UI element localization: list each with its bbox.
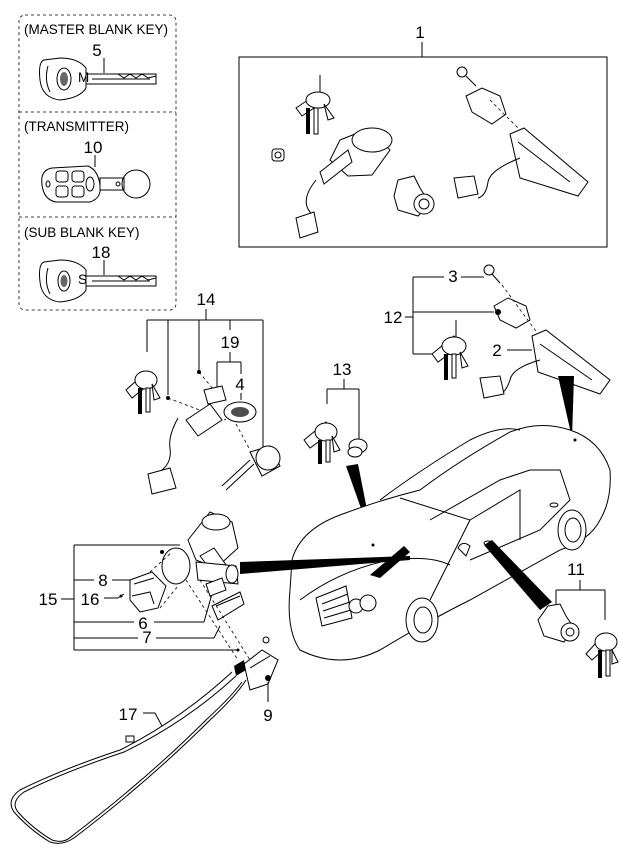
callout-17: 17 (119, 705, 138, 724)
door-lock-group: 11 (537, 560, 619, 678)
key-warning-switch-icon (221, 445, 281, 491)
transmitter-header: (TRANSMITTER) (24, 119, 129, 134)
hood-keys-icon (303, 421, 341, 464)
car-illustration (288, 425, 611, 661)
ignition-pointer (240, 556, 410, 574)
callout-19: 19 (221, 333, 240, 352)
trunk-handle-icon (453, 66, 589, 199)
svg-text:M: M (78, 70, 89, 85)
callout-8: 8 (98, 571, 107, 590)
door-pointer (484, 540, 552, 610)
sub-blank-key-icon: S (39, 259, 157, 303)
wiper (370, 546, 410, 578)
lock-set-box: 1 (238, 23, 608, 248)
steering-lock-group: 15 8 16 6 7 (39, 511, 251, 661)
nut-icon (271, 148, 285, 162)
svg-text:S: S (78, 272, 87, 287)
callout-4: 4 (235, 375, 244, 394)
cable-path (10, 671, 247, 844)
callout-1: 1 (415, 23, 424, 42)
door-cylinder-icon (393, 175, 435, 217)
callout-2: 2 (492, 341, 501, 360)
ignition-keys-icon (125, 370, 161, 414)
trunk-lock-group: 3 12 2 (384, 264, 611, 438)
door-cylinder-2-icon (537, 603, 580, 643)
hood-cylinder-icon (347, 438, 368, 458)
bracket-icon (205, 577, 245, 621)
trunk-keys-icon (431, 320, 469, 380)
callout-10: 10 (84, 138, 103, 157)
callout-5: 5 (92, 41, 101, 60)
trunk-pointer (558, 376, 574, 438)
callout-14: 14 (197, 290, 216, 309)
callout-15: 15 (39, 590, 58, 609)
rear-wheel (557, 509, 587, 551)
sub-blank-key-header: (SUB BLANK KEY) (24, 225, 140, 240)
grille-icon (315, 585, 353, 627)
callout-9: 9 (263, 706, 272, 725)
ignition-lock-group: 14 19 4 (125, 290, 281, 495)
callout-18: 18 (92, 243, 111, 262)
immobilizer-icon (147, 385, 227, 495)
side-mirror (457, 542, 471, 557)
master-blank-key-header: (MASTER BLANK KEY) (24, 22, 168, 37)
shift-lock-cable-group: 9 17 (10, 636, 279, 844)
front-wheel (405, 597, 439, 643)
trunk-handle-2-icon (479, 329, 611, 399)
door-keys-icon (585, 632, 619, 678)
master-blank-key-icon: M (39, 57, 157, 101)
cable-bracket-icon (234, 636, 279, 691)
callout-7: 7 (142, 628, 151, 647)
callout-11: 11 (567, 560, 585, 579)
key-inset-box: (MASTER BLANK KEY) 5 M (TRANSMITTER) 10 (18, 14, 177, 311)
transmitter-icon (41, 165, 151, 203)
key-bundle-icon (295, 75, 335, 135)
callout-16: 16 (81, 590, 100, 609)
lock-housing-icon (129, 571, 167, 613)
callout-3: 3 (448, 267, 457, 286)
trunk-actuator-icon (493, 297, 531, 329)
callout-12: 12 (384, 308, 403, 327)
ignition-switch-icon (295, 127, 393, 239)
antenna-coil-icon (223, 401, 257, 423)
callout-6: 6 (138, 614, 147, 633)
nut-9-icon (265, 675, 271, 681)
callout-13: 13 (333, 360, 352, 379)
screw-icon (483, 264, 501, 284)
